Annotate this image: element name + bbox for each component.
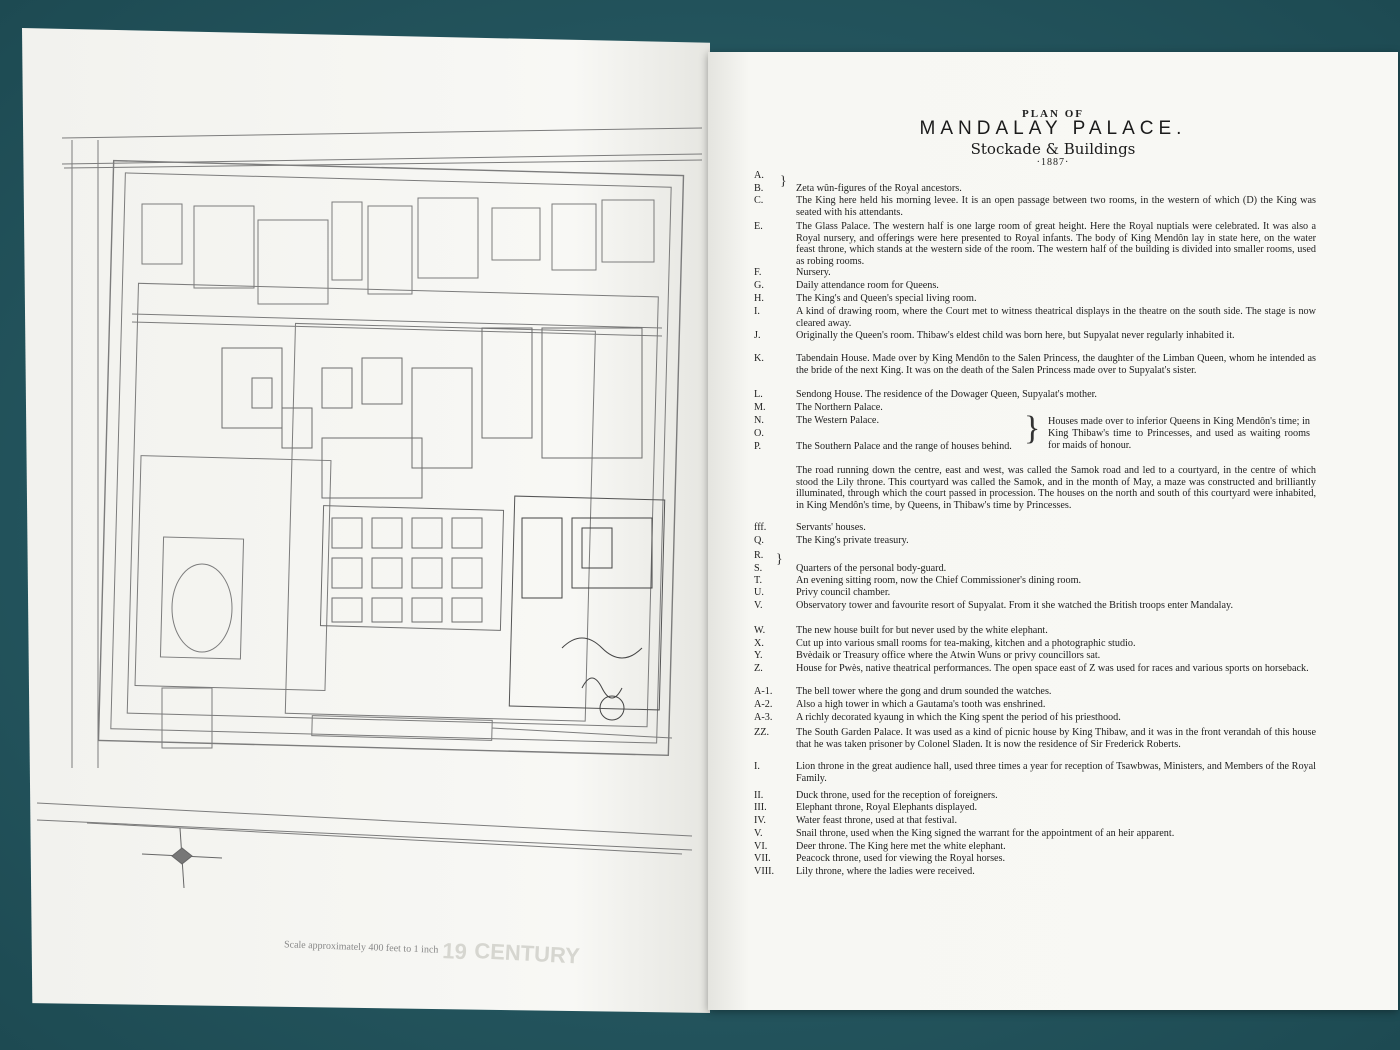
- legend-key: F.: [754, 267, 762, 278]
- legend-description: The Western Palace.: [796, 415, 880, 426]
- legend-key: R.: [754, 550, 764, 561]
- legend-key: B.: [754, 183, 764, 194]
- legend-key: A.: [754, 170, 764, 181]
- legend-key: S.: [754, 563, 763, 574]
- brace-rs: }: [776, 552, 783, 567]
- legend-key: N.: [754, 415, 764, 426]
- legend-description: The Southern Palace and the range of hou…: [796, 441, 1012, 452]
- brace-ab: }: [780, 174, 787, 189]
- legend-description: The South Garden Palace. It was used as …: [796, 727, 1316, 750]
- legend-key: VII.: [754, 853, 771, 864]
- legend-key: J.: [754, 330, 761, 341]
- legend-description: Lion throne in the great audience hall, …: [796, 761, 1316, 784]
- svg-text:19: 19: [442, 938, 468, 964]
- legend-description: A kind of drawing room, where the Court …: [796, 306, 1316, 329]
- legend-key: X.: [754, 638, 764, 649]
- legend-description: Daily attendance room for Queens.: [796, 280, 939, 291]
- legend-description: Snail throne, used when the King signed …: [796, 828, 1175, 839]
- group-note-mnop: Houses made over to inferior Queens in K…: [1048, 416, 1310, 451]
- legend-description: The road running down the centre, east a…: [796, 465, 1316, 511]
- legend-key: K.: [754, 353, 764, 364]
- title-mandalay-palace: MANDALAY PALACE.: [919, 118, 1187, 139]
- title-plan-of: PLAN OF: [1022, 108, 1084, 120]
- legend-description: Tabendain House. Made over by King Mendô…: [796, 353, 1316, 376]
- legend-description: Privy council chamber.: [796, 587, 891, 598]
- legend-key: P.: [754, 441, 762, 452]
- legend-key: M.: [754, 402, 766, 413]
- legend-description: Zeta wûn-figures of the Royal ancestors.: [796, 183, 962, 194]
- legend-key: IV.: [754, 815, 766, 826]
- legend-description: Water feast throne, used at that festiva…: [796, 815, 957, 826]
- legend-key: VI.: [754, 841, 768, 852]
- legend-key: L.: [754, 389, 763, 400]
- svg-text:CENTURY: CENTURY: [474, 938, 581, 969]
- legend-description: The Glass Palace. The western half is on…: [796, 221, 1316, 267]
- legend-key: I.: [754, 761, 760, 772]
- legend-key: E.: [754, 221, 763, 232]
- legend-key: C.: [754, 195, 764, 206]
- legend-description: The Northern Palace.: [796, 402, 883, 413]
- legend-description: Observatory tower and favourite resort o…: [796, 600, 1234, 611]
- legend-description: Servants' houses.: [796, 522, 866, 533]
- legend-key: G.: [754, 280, 764, 291]
- legend-description: Cut up into various small rooms for tea-…: [796, 638, 1136, 649]
- title-year: ·1887·: [1036, 157, 1070, 168]
- legend-key: ZZ.: [754, 727, 769, 738]
- legend-description: House for Pwès, native theatrical perfor…: [796, 663, 1309, 674]
- legend-key: VIII.: [754, 866, 775, 877]
- legend-description: The King's private treasury.: [796, 535, 909, 546]
- legend-key: II.: [754, 790, 764, 801]
- legend-key: III.: [754, 802, 767, 813]
- legend-description: Quarters of the personal body-guard.: [796, 563, 947, 574]
- legend-key: A-2.: [754, 699, 773, 710]
- legend-description: Bvèdaik or Treasury office where the Atw…: [796, 650, 1101, 661]
- legend-key: Y.: [754, 650, 763, 661]
- right-page-legend: PLAN OF MANDALAY PALACE. Stockade & Buil…: [708, 52, 1398, 1010]
- legend-key: W.: [754, 625, 766, 636]
- legend-description: The bell tower where the gong and drum s…: [796, 686, 1052, 697]
- legend-description: Elephant throne, Royal Elephants display…: [796, 802, 978, 813]
- legend-description: Originally the Queen's room. Thibaw's el…: [796, 330, 1235, 341]
- legend-key: A-1.: [754, 686, 773, 697]
- legend-key: Q.: [754, 535, 764, 546]
- legend-description: Deer throne. The King here met the white…: [796, 841, 1006, 852]
- palace-plan-drawing: 19 CENTURY: [36, 127, 703, 969]
- legend-description: Nursery.: [796, 267, 831, 278]
- legend-description: Sendong House. The residence of the Dowa…: [796, 389, 1097, 400]
- legend-key: fff.: [754, 522, 767, 533]
- legend-key: O.: [754, 428, 764, 439]
- legend-description: A richly decorated kyaung in which the K…: [796, 712, 1121, 723]
- legend-description: Lily throne, where the ladies were recei…: [796, 866, 975, 877]
- title-stockade-buildings: Stockade & Buildings: [970, 140, 1136, 158]
- legend-key: V.: [754, 600, 763, 611]
- legend-description: An evening sitting room, now the Chief C…: [796, 575, 1082, 586]
- legend-description: Duck throne, used for the reception of f…: [796, 790, 998, 801]
- legend-key: A-3.: [754, 712, 773, 723]
- legend-key: Z.: [754, 663, 763, 674]
- brace-mnop: }: [1024, 410, 1041, 447]
- legend-key: U.: [754, 587, 764, 598]
- legend-description: Peacock throne, used for viewing the Roy…: [796, 853, 1006, 864]
- legend-description: The new house built for but never used b…: [796, 625, 1048, 636]
- legend-key: H.: [754, 293, 764, 304]
- legend-key: I.: [754, 306, 760, 317]
- legend-description: The King here held his morning levee. It…: [796, 195, 1316, 218]
- legend-key: T.: [754, 575, 763, 586]
- legend-description: Also a high tower in which a Gautama's t…: [796, 699, 1046, 710]
- left-page-plan: 19 CENTURY Scale approximately 400 feet …: [22, 28, 710, 1013]
- legend-key: V.: [754, 828, 763, 839]
- legend-description: The King's and Queen's special living ro…: [796, 293, 977, 304]
